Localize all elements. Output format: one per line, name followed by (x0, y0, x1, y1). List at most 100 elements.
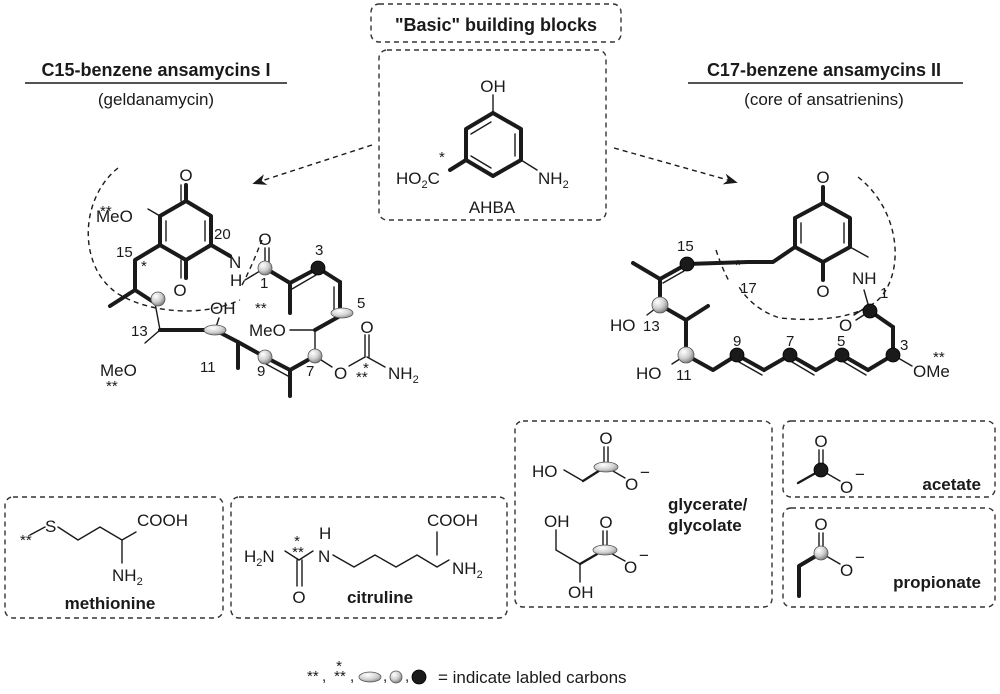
labeled-carbon-c7 (307, 348, 323, 364)
legend-sep-1: , (322, 668, 326, 685)
legend-asterisk-bottom: ** (334, 668, 346, 685)
ans-c1: 1 (880, 285, 888, 302)
ans-c17: 17 (740, 280, 757, 297)
glycerate-box (514, 420, 773, 608)
legend-text: = indicate labled carbons (438, 668, 627, 687)
ansatrienin-quinone-ring (793, 201, 852, 264)
ahba-ring-inner-bond (470, 155, 492, 169)
glycolate-oh-bond (563, 469, 584, 482)
labeled-carbon-c1 (257, 260, 273, 276)
ans-c15: 15 (677, 238, 694, 255)
c12-methyl (684, 304, 710, 322)
gel-c13: 13 (131, 323, 148, 340)
methionine-s: S (45, 517, 56, 536)
ans-o-amide: O (839, 316, 852, 335)
methionine-box (4, 496, 224, 619)
ans-nh: NH (852, 269, 877, 288)
propionate-ethyl-bond (797, 551, 823, 598)
legend-sep-3: , (383, 668, 387, 685)
carbamate-n (366, 356, 386, 368)
glycolate-o-minus: O (625, 475, 638, 494)
legend-grey-sphere (389, 670, 403, 684)
ans-ome: OMe (913, 362, 950, 381)
ans-star-17: * (735, 257, 741, 274)
ans-c13: 13 (643, 318, 660, 335)
propionate-name: propionate (893, 573, 981, 592)
ahba-box (378, 49, 607, 221)
citruline-o: O (292, 588, 305, 607)
ans-ho-11: HO (636, 364, 662, 383)
glycolate-charge: − (640, 463, 650, 482)
labeled-carbon-c3 (885, 347, 901, 363)
arrow-to-ansatrienin (613, 147, 738, 185)
methionine-nh2: NH2 (112, 566, 143, 588)
citruline-nh-n: N (318, 547, 330, 566)
gel-o-ester: O (334, 364, 347, 383)
ahba-cooh-bond (448, 158, 468, 172)
gel-star-carbamate: * (363, 360, 369, 377)
citruline-c-n-bond (298, 550, 314, 561)
legend-double-asterisk: ** (307, 668, 319, 685)
ansatrienin-structure: O 15 * 17 NH 1 O O HO 13 HO 11 9 7 5 3 *… (610, 168, 950, 384)
c3-c2-double (291, 274, 317, 290)
ahba-ring (464, 111, 523, 178)
geldanamycin-ring-arc (87, 167, 241, 312)
glycerate-oh-top: OH (544, 512, 570, 531)
propionate-charge: − (855, 548, 865, 567)
ahba-ring-inner-bond (470, 121, 492, 135)
labeled-carbon-c15 (679, 256, 695, 272)
labeled-carbon-c7 (782, 347, 798, 363)
gel-c3: 3 (315, 242, 323, 259)
citruline-cooh: COOH (427, 511, 478, 530)
propionate-o: O (814, 515, 827, 534)
gel-star2-low: ** (106, 378, 118, 395)
acetate-name: acetate (922, 475, 981, 494)
gel-meo-mid: MeO (249, 321, 286, 340)
acetate-labeled-carbon (813, 462, 829, 478)
glycerate-labeled-carbon (592, 544, 618, 556)
methionine-cooh: COOH (137, 511, 188, 530)
labeled-carbon-c11 (677, 346, 695, 364)
c9-c8-double (738, 361, 763, 376)
glycerate-c-bond (555, 549, 581, 565)
ahba-oh-label: OH (480, 77, 506, 96)
citruline-star2: ** (292, 544, 304, 561)
building-blocks-title-box (370, 3, 622, 43)
gel-c11: 11 (200, 359, 216, 376)
glycolate-o: O (599, 429, 612, 448)
gel-meo-top: MeO (96, 207, 133, 226)
arrow-to-geldanamycin (252, 144, 373, 185)
ahba-nh2-bond (520, 159, 538, 171)
ans-o-top: O (816, 168, 829, 187)
c14-methyl (631, 261, 662, 281)
acetate-o-minus: O (840, 478, 853, 497)
gel-star2-carbamate: ** (356, 369, 368, 386)
legend-sep-4: , (405, 668, 409, 685)
ahba-cooh-label: HO2C (396, 169, 440, 191)
c13-c12 (154, 302, 161, 331)
glycerate-name-line2: glycolate (668, 516, 742, 535)
methionine-methyl-bond (29, 526, 46, 536)
gel-o-amide: O (258, 230, 271, 249)
glycolate-labeled-carbon (593, 461, 619, 473)
right-panel-subtitle: (core of ansatrienins) (744, 90, 904, 109)
propionate-box (782, 507, 996, 608)
left-panel-title: C15-benzene ansamycins I (41, 60, 270, 80)
labeled-carbon-c13 (651, 296, 669, 314)
gel-c5: 5 (357, 295, 365, 312)
citruline-name: citruline (347, 588, 413, 607)
ans-star2: ** (933, 349, 945, 366)
acetate-o: O (814, 432, 827, 451)
ans-c9: 9 (733, 333, 741, 350)
c11-c10-c9 (684, 353, 739, 372)
ahba-name: AHBA (469, 198, 516, 217)
citruline-h2n-bond (284, 550, 300, 561)
precursor-propionate: O O − propionate (782, 507, 996, 608)
c15-chain (133, 243, 162, 292)
acetate-box (782, 420, 996, 498)
labeled-carbon-c9 (729, 347, 745, 363)
methionine-name: methionine (65, 594, 156, 613)
ahba-structure (448, 94, 538, 178)
c5-c4-double (843, 361, 867, 376)
c20-n (209, 243, 232, 258)
